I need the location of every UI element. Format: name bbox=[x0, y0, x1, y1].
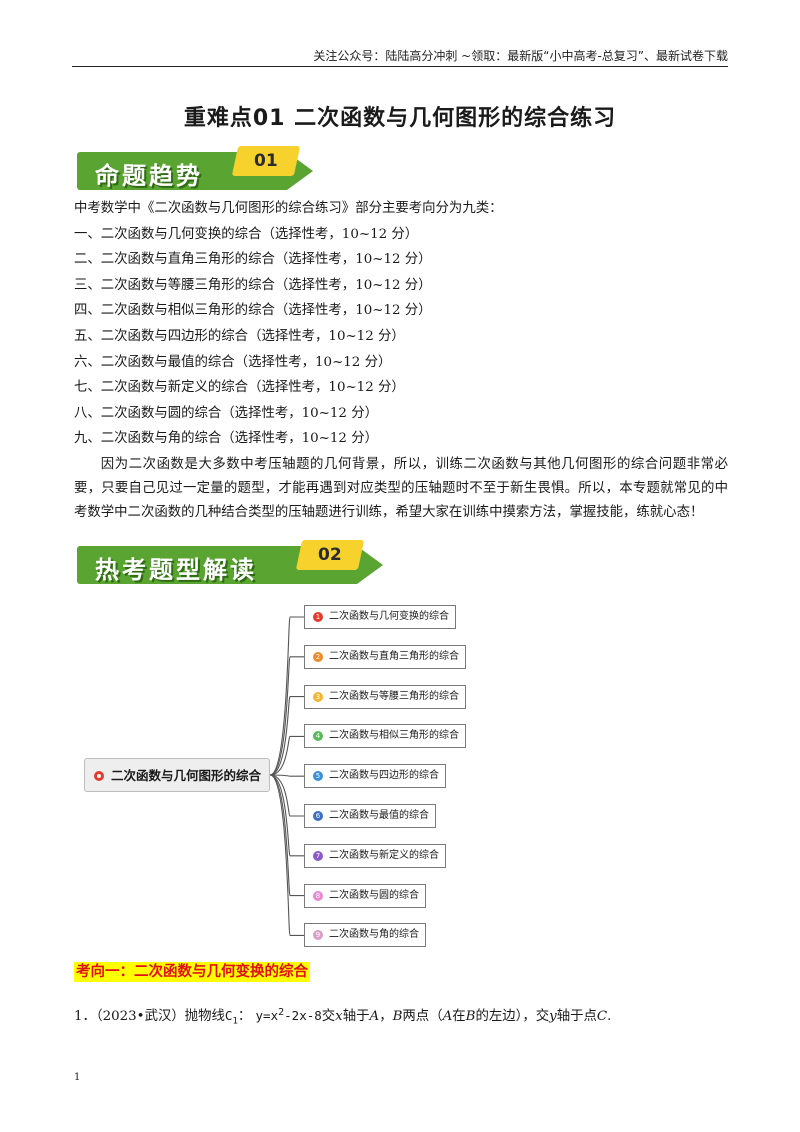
mindmap-node-6: 6 二次函数与最值的综合 bbox=[304, 804, 436, 828]
category-item: 六、二次函数与最值的综合（选择性考，10~12 分） bbox=[74, 354, 392, 370]
category-item: 五、二次函数与四边形的综合（选择性考，10~12 分） bbox=[74, 328, 405, 344]
mindmap-root-label: 二次函数与几何图形的综合 bbox=[111, 768, 262, 783]
mindmap-node-label: 二次函数与等腰三角形的综合 bbox=[329, 690, 459, 702]
mindmap-node-label: 二次函数与几何变换的综合 bbox=[329, 611, 449, 622]
mindmap-node-label: 二次函数与新定义的综合 bbox=[329, 849, 439, 861]
number-badge-icon: 8 bbox=[313, 890, 323, 901]
question-prefix: 1．（2023•武汉）抛物线 bbox=[74, 1009, 225, 1024]
mindmap-node-5: 5 二次函数与四边形的综合 bbox=[304, 764, 446, 789]
banner-number: 02 bbox=[295, 540, 365, 570]
category-item: 四、二次函数与相似三角形的综合（选择性考，10~12 分） bbox=[74, 303, 432, 319]
banner-label: 热考题型解读 bbox=[95, 556, 257, 584]
mindmap-connector bbox=[269, 774, 304, 936]
number-badge-icon: 1 bbox=[313, 612, 323, 622]
number-badge-icon: 3 bbox=[313, 691, 323, 702]
mindmap-connector bbox=[269, 616, 304, 776]
number-badge-icon: 5 bbox=[313, 771, 323, 782]
mindmap-connector bbox=[269, 774, 304, 857]
number-badge-icon: 2 bbox=[313, 651, 323, 662]
mindmap-connector bbox=[269, 774, 304, 817]
parabola-formula: y=x2-2x-8 bbox=[255, 1006, 322, 1023]
category-item: 一、二次函数与几何变换的综合（选择性考，10~12 分） bbox=[74, 226, 419, 242]
category-item: 九、二次函数与角的综合（选择性考，10~12 分） bbox=[74, 431, 378, 447]
mindmap-connector bbox=[269, 696, 304, 776]
intro-paragraph: 因为二次函数是大多数中考压轴题的几何背景，所以，训练二次函数与其他几何图形的综合… bbox=[74, 457, 728, 520]
banner-trend: 命题趋势 01 bbox=[77, 146, 317, 190]
page-number: 1 bbox=[74, 1072, 81, 1083]
number-badge-icon: 7 bbox=[313, 850, 323, 861]
mindmap-node-label: 二次函数与直角三角形的综合 bbox=[329, 650, 459, 662]
mindmap-connector bbox=[269, 656, 304, 776]
mindmap-node-label: 二次函数与相似三角形的综合 bbox=[329, 730, 459, 742]
mindmap-root: 二次函数与几何图形的综合 bbox=[84, 758, 270, 792]
mindmap-node-label: 二次函数与四边形的综合 bbox=[329, 770, 439, 782]
category-item: 八、二次函数与圆的综合（选择性考，10~12 分） bbox=[74, 405, 378, 421]
colon: ： bbox=[237, 1009, 252, 1024]
banner-label: 命题趋势 bbox=[95, 162, 203, 190]
mindmap-connector bbox=[269, 774, 304, 777]
curve-name: C1 bbox=[224, 1008, 238, 1027]
mindmap-node-4: 4 二次函数与相似三角形的综合 bbox=[304, 724, 466, 749]
mindmap-node-7: 7 二次函数与新定义的综合 bbox=[304, 843, 446, 868]
mindmap-node-3: 3 二次函数与等腰三角形的综合 bbox=[304, 684, 466, 709]
mindmap-node-9: 9 二次函数与角的综合 bbox=[304, 923, 426, 948]
mindmap-node-label: 二次函数与最值的综合 bbox=[329, 810, 429, 821]
mindmap-connector bbox=[269, 735, 304, 776]
category-item: 七、二次函数与新定义的综合（选择性考，10~12 分） bbox=[74, 380, 405, 396]
root-target-icon bbox=[94, 771, 104, 781]
banner-hot-topics: 热考题型解读 02 bbox=[77, 540, 387, 584]
category-list: 中考数学中《二次函数与几何图形的综合练习》部分主要考向分为九类： 一、二次函数与… bbox=[74, 196, 728, 452]
mindmap-node-1: 1 二次函数与几何变换的综合 bbox=[304, 605, 456, 629]
mindmap-connector bbox=[269, 774, 304, 897]
mindmap-node-2: 2 二次函数与直角三角形的综合 bbox=[304, 644, 466, 669]
category-item: 三、二次函数与等腰三角形的综合（选择性考，10~12 分） bbox=[74, 277, 432, 293]
number-badge-icon: 6 bbox=[313, 811, 323, 821]
mindmap-node-8: 8 二次函数与圆的综合 bbox=[304, 883, 426, 908]
section-heading: 考向一：二次函数与几何变换的综合 bbox=[74, 962, 310, 982]
page-title: 重难点01 二次函数与几何图形的综合练习 bbox=[183, 106, 617, 131]
intro-text: 中考数学中《二次函数与几何图形的综合练习》部分主要考向分为九类： bbox=[74, 201, 503, 216]
banner-number: 01 bbox=[231, 146, 301, 176]
number-badge-icon: 9 bbox=[313, 930, 323, 941]
category-item: 二、二次函数与直角三角形的综合（选择性考，10~12 分） bbox=[74, 252, 432, 268]
mindmap-node-label: 二次函数与角的综合 bbox=[329, 929, 419, 941]
mindmap-node-label: 二次函数与圆的综合 bbox=[329, 889, 419, 901]
question-1: 1．（2023•武汉）抛物线C1： y=x2-2x-8交x轴于A，B两点（A在B… bbox=[74, 1006, 612, 1027]
number-badge-icon: 4 bbox=[313, 731, 323, 742]
header-rule bbox=[72, 66, 728, 67]
page-header: 关注公众号：陆陆高分冲刺 ~领取：最新版“小中高考-总复习”、最新试卷下载 bbox=[313, 49, 728, 63]
